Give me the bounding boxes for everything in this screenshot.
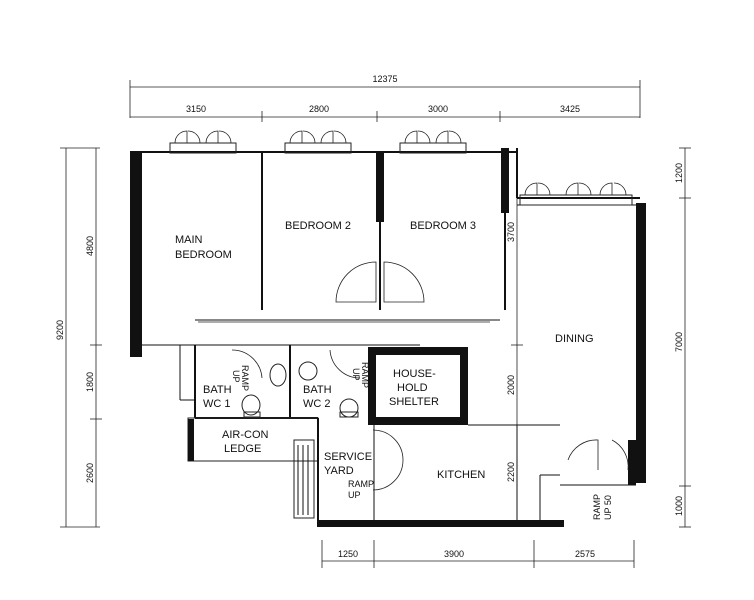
aircon-label-2: LEDGE — [224, 443, 261, 455]
ramp-bath2-1: RAMP — [360, 362, 370, 388]
basin-icon — [298, 361, 318, 381]
bedroom2-label: BEDROOM 2 — [285, 220, 351, 232]
shelter-label-3: SHELTER — [389, 396, 439, 408]
doors — [198, 261, 629, 491]
bath1-label-1: BATH — [203, 384, 232, 396]
bath2-label-1: BATH — [303, 384, 332, 396]
service-yard-label-2: YARD — [324, 465, 354, 477]
dim-bottom-3: 2575 — [575, 549, 595, 559]
main-bedroom-label-2: BEDROOM — [175, 249, 232, 261]
dim-right-2: 1000 — [674, 496, 684, 516]
ramp-labels: RAMP UP RAMP UP RAMP UP RAMP UP 50 — [231, 362, 613, 520]
ramp-bath1-1: RAMP — [240, 365, 250, 391]
shelter-label-1: HOUSE- — [393, 368, 436, 380]
dim-bottom-1: 1250 — [338, 549, 358, 559]
ramp-bath2-2: UP — [351, 368, 361, 381]
dim-right-1: 1200 — [674, 163, 684, 183]
dim-inner-3: 2200 — [506, 462, 516, 482]
dim-top-total: 12375 — [372, 74, 397, 84]
dim-left-3: 2600 — [85, 463, 95, 483]
toilet-icon — [241, 394, 261, 416]
dim-inner-2: 2000 — [506, 375, 516, 395]
shelter-label-2: HOLD — [397, 382, 428, 394]
ramp-service-1: RAMP — [348, 479, 374, 489]
dim-top-4: 3425 — [560, 104, 580, 114]
bedroom3-label: BEDROOM 3 — [410, 220, 476, 232]
dim-top-3: 3000 — [428, 104, 448, 114]
dim-inner-1: 3700 — [506, 222, 516, 242]
fixtures — [241, 361, 359, 418]
basin-icon — [269, 363, 287, 387]
dim-bottom-2: 3900 — [444, 549, 464, 559]
dim-top-1: 3150 — [186, 104, 206, 114]
room-labels: MAIN BEDROOM BEDROOM 2 BEDROOM 3 DINING … — [175, 220, 594, 481]
kitchen-label: KITCHEN — [437, 469, 485, 481]
ramp-service-2: UP — [348, 490, 361, 500]
aircon-label-1: AIR-CON — [222, 429, 269, 441]
service-yard-label-1: SERVICE — [324, 451, 372, 463]
dim-left-2: 1800 — [85, 372, 95, 392]
ramp-bath1-2: UP — [231, 370, 241, 383]
windows — [169, 130, 633, 206]
main-bedroom-label-1: MAIN — [175, 234, 203, 246]
dim-right-total: 7000 — [674, 332, 684, 352]
dim-top-2: 2800 — [309, 104, 329, 114]
walls — [130, 148, 646, 527]
dim-left-1: 4800 — [85, 236, 95, 256]
dimension-lines — [60, 80, 691, 568]
dining-label: DINING — [555, 333, 594, 345]
ramp-entrance-2: UP 50 — [603, 495, 613, 520]
ramp-entrance-1: RAMP — [592, 494, 602, 520]
toilet-icon — [339, 398, 359, 418]
bath1-label-2: WC 1 — [203, 398, 231, 410]
dim-left-total: 9200 — [55, 320, 65, 340]
bath2-label-2: WC 2 — [303, 398, 331, 410]
